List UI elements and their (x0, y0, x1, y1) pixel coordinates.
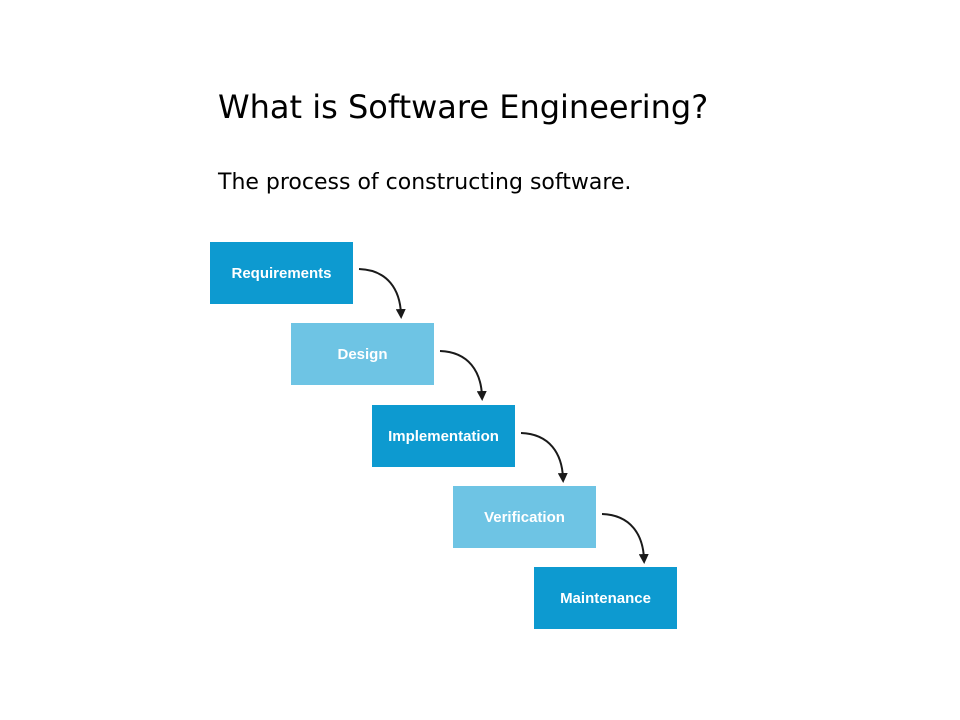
slide-title: What is Software Engineering? (218, 88, 709, 126)
stage-label: Implementation (388, 427, 499, 445)
stage-verification: Verification (453, 486, 596, 548)
arrow-requirements-to-design (358, 268, 406, 319)
stage-label: Verification (484, 508, 565, 526)
stage-design: Design (291, 323, 434, 385)
stage-label: Requirements (231, 264, 332, 282)
arrow-design-to-implementation (439, 350, 487, 401)
stage-label: Design (337, 345, 388, 363)
stage-implementation: Implementation (372, 405, 515, 467)
arrow-implementation-to-verification (520, 432, 568, 483)
stage-requirements: Requirements (210, 242, 353, 304)
slide-subtitle: The process of constructing software. (218, 170, 632, 195)
stage-maintenance: Maintenance (534, 567, 677, 629)
arrow-verification-to-maintenance (601, 513, 649, 564)
stage-label: Maintenance (560, 589, 651, 607)
